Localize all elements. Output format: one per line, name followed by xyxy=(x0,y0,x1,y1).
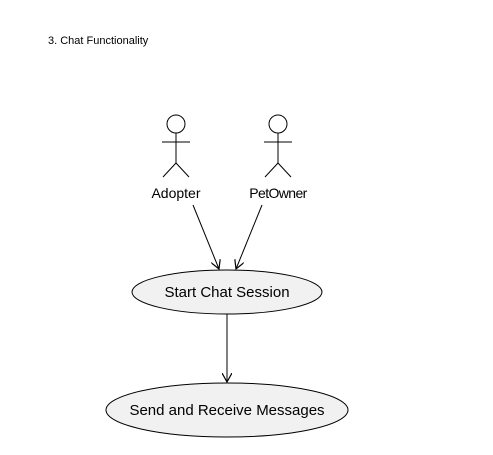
use-case-send-and-receive-messages-ellipse xyxy=(105,382,349,438)
actor-petowner-right-leg xyxy=(277,162,292,178)
actor-petowner-head xyxy=(268,114,288,134)
actor-petowner: PetOwner xyxy=(249,114,308,201)
use-case-send-and-receive-messages: Send and Receive Messages xyxy=(105,382,349,438)
use-case-send-and-receive-messages-label: Send and Receive Messages xyxy=(129,402,324,419)
actor-adopter-label: Adopter xyxy=(151,185,200,201)
actor-petowner-label: PetOwner xyxy=(249,185,307,201)
use-case-start-chat-session: Start Chat Session xyxy=(131,269,323,315)
arrow-adopter-to-start-chat xyxy=(192,204,219,269)
actor-adopter-head xyxy=(166,114,186,134)
use-case-start-chat-session-label: Start Chat Session xyxy=(164,284,289,301)
actor-adopter: Adopter xyxy=(151,114,201,201)
use-case-start-chat-session-ellipse xyxy=(131,269,323,315)
actor-petowner-left-leg xyxy=(264,162,279,178)
arrow-petowner-to-start-chat xyxy=(236,204,263,269)
section-heading: 3. Chat Functionality xyxy=(48,35,149,47)
actor-adopter-right-leg xyxy=(175,162,190,178)
actor-adopter-left-leg xyxy=(162,162,177,178)
